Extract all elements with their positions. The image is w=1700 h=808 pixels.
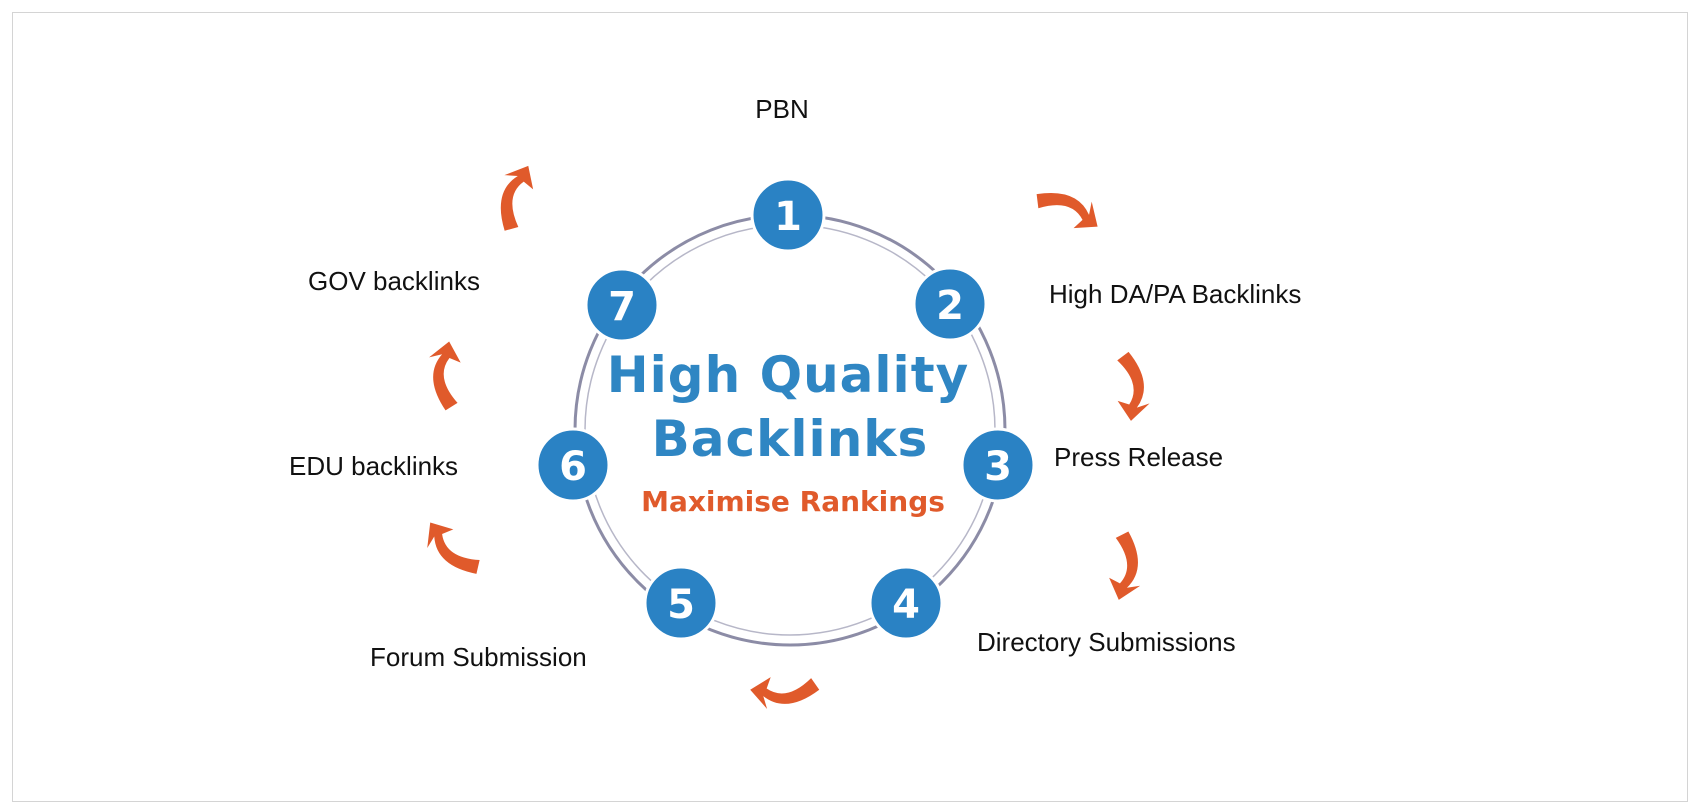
svg-text:2: 2 [936, 283, 964, 329]
step-badge-2: 2 [912, 266, 988, 342]
step-label-6: EDU backlinks [289, 451, 458, 481]
step-badge-6: 6 [535, 427, 611, 503]
step-label-7: GOV backlinks [308, 266, 480, 296]
svg-text:1: 1 [774, 194, 802, 240]
svg-text:5: 5 [667, 582, 695, 628]
step-badge-5: 5 [643, 565, 719, 641]
step-label-1: PBN [755, 94, 808, 124]
diagram-frame [12, 12, 1688, 802]
step-label-5: Forum Submission [370, 642, 587, 672]
step-badge-7: 7 [584, 267, 660, 343]
svg-text:7: 7 [608, 284, 636, 330]
step-label-4: Directory Submissions [977, 627, 1236, 657]
center-subtitle: Maximise Rankings [641, 485, 945, 518]
step-badge-4: 4 [868, 565, 944, 641]
svg-text:4: 4 [892, 582, 920, 628]
center-title-line2: Backlinks [652, 410, 929, 468]
curved-arrow-icon [1117, 351, 1150, 421]
step-badge-3: 3 [960, 427, 1036, 503]
step-label-3: Press Release [1054, 442, 1223, 472]
curved-arrow-icon [750, 677, 820, 709]
curved-arrow-icon [429, 341, 461, 411]
svg-text:6: 6 [559, 444, 587, 490]
curved-arrow-icon [1036, 192, 1098, 229]
step-badge-1: 1 [750, 177, 826, 253]
center-title-line1: High Quality [607, 346, 969, 404]
curved-arrow-icon [427, 522, 480, 574]
curved-arrow-icon [500, 165, 534, 231]
svg-text:3: 3 [984, 444, 1012, 490]
step-label-2: High DA/PA Backlinks [1049, 279, 1301, 309]
curved-arrow-icon [1109, 531, 1141, 600]
